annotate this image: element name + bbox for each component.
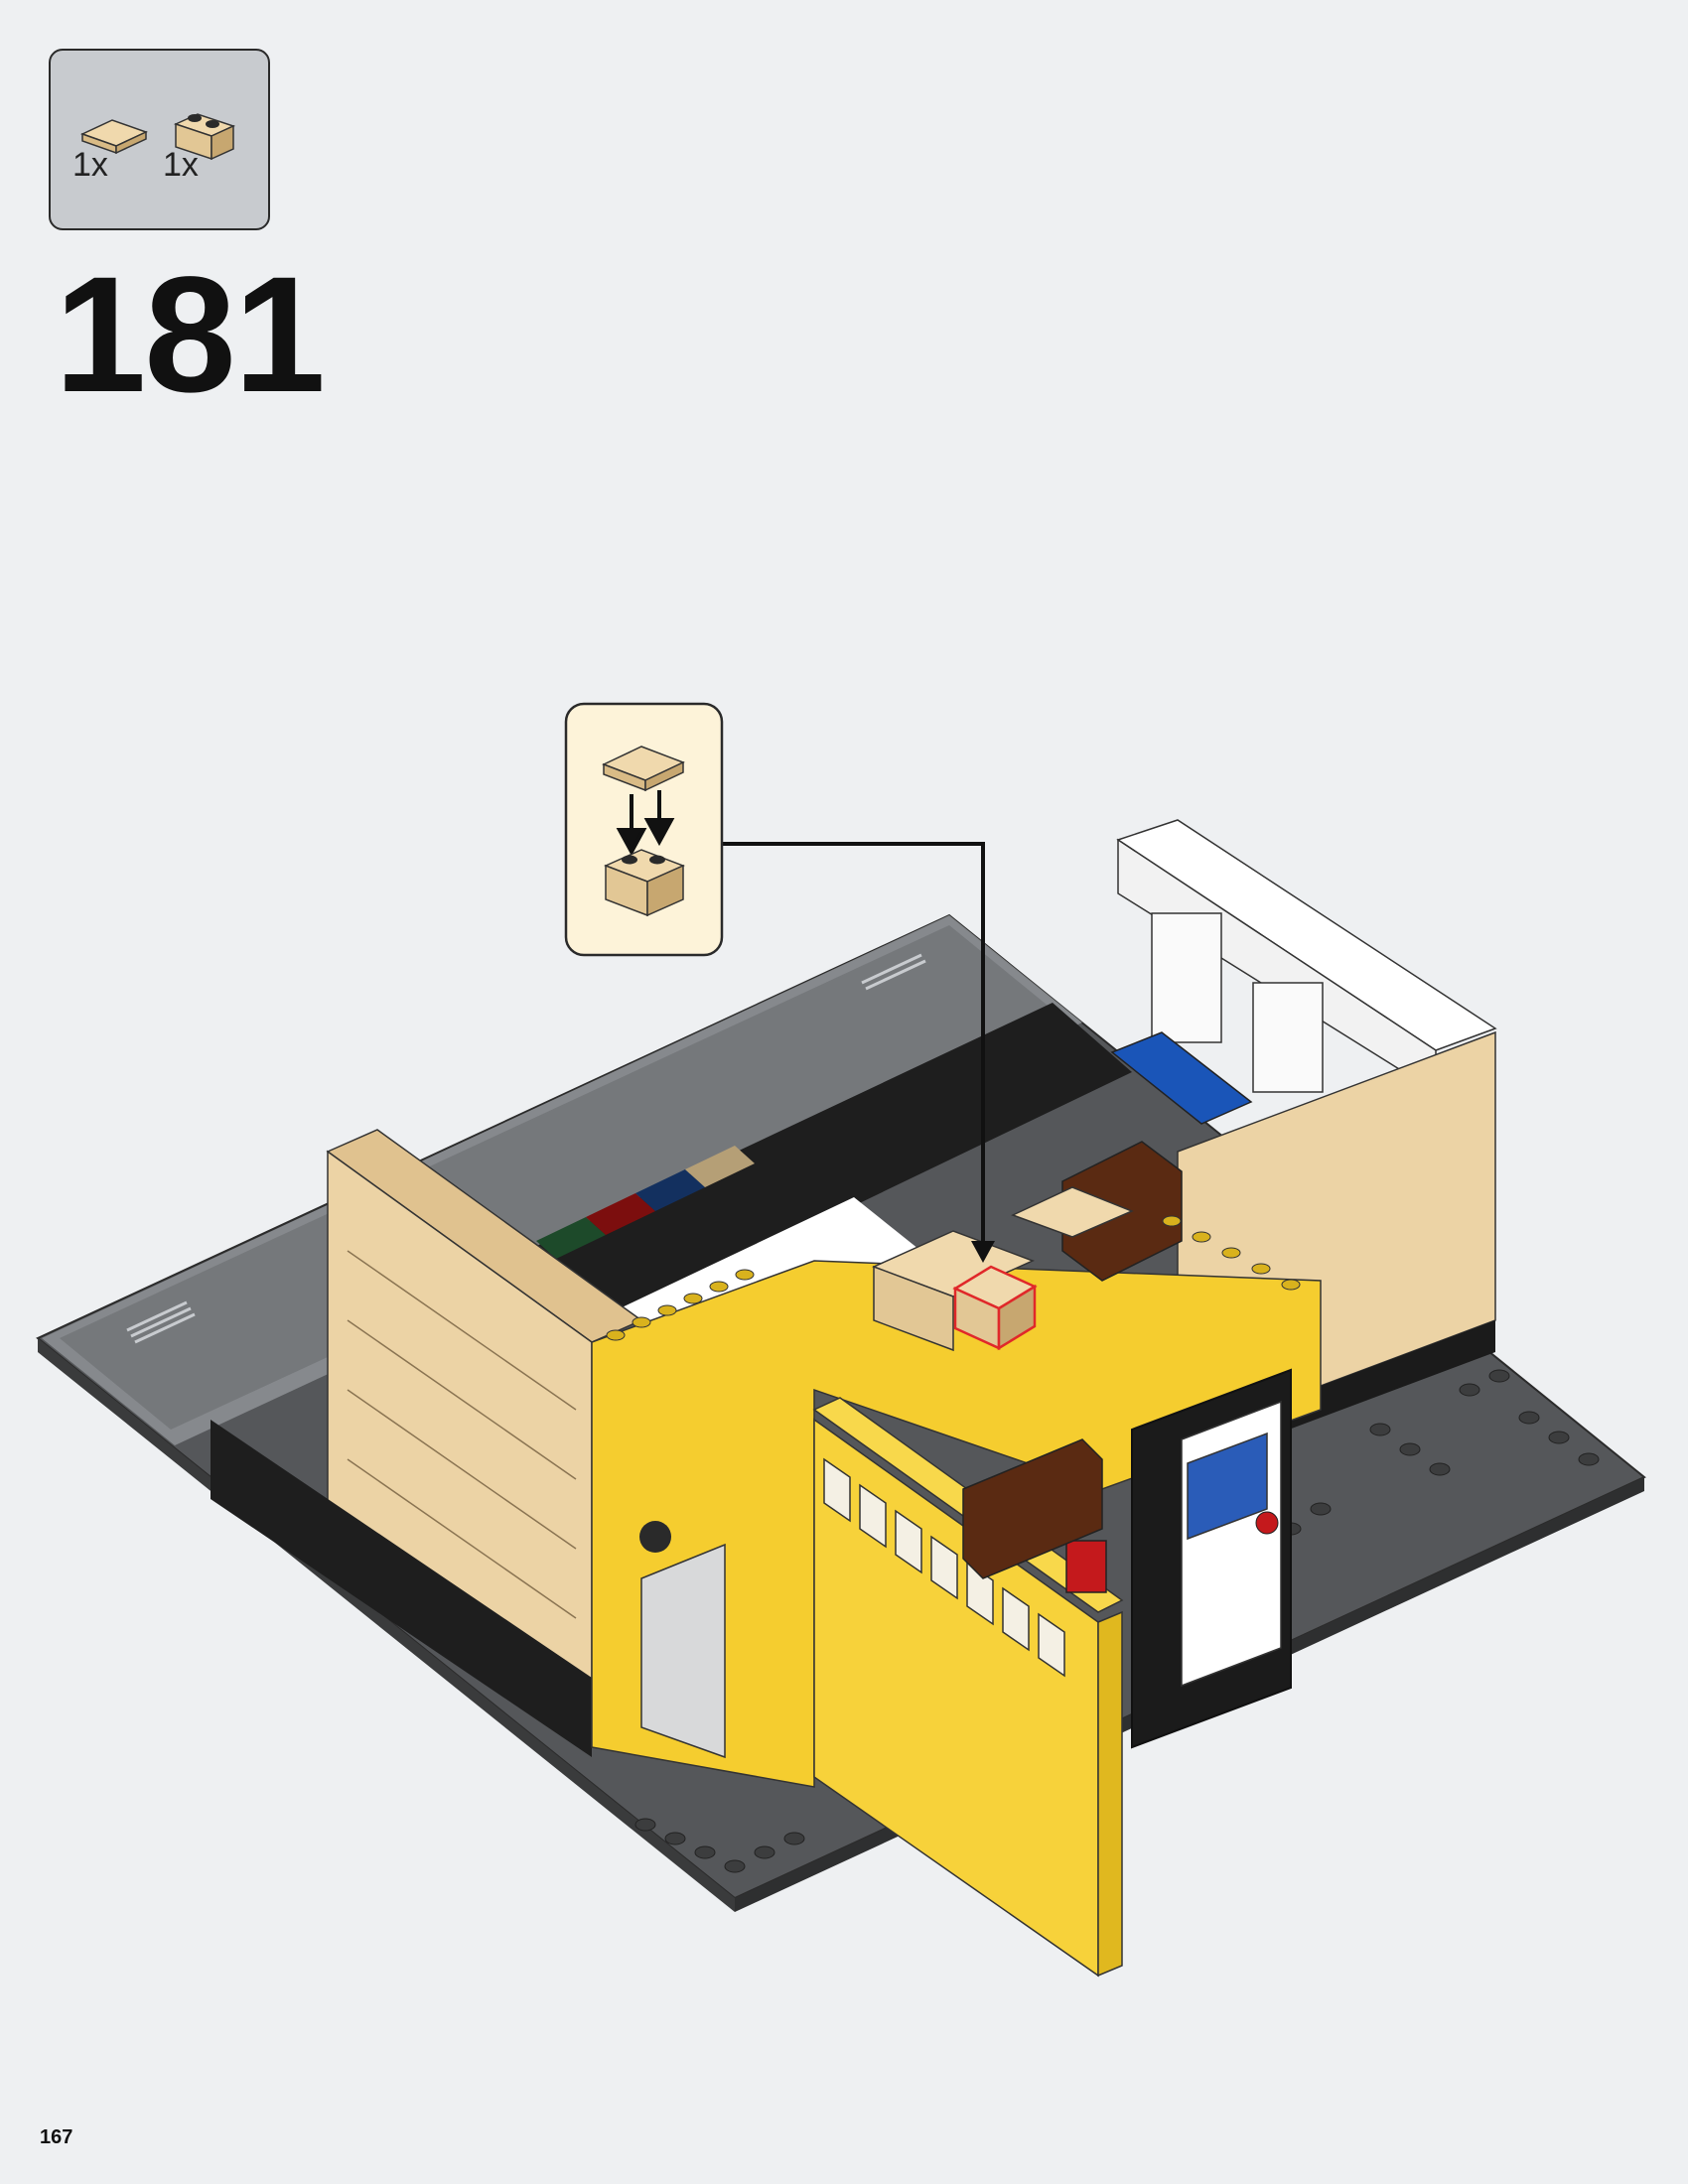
step-number: 181 bbox=[55, 243, 326, 427]
tile-red bbox=[586, 1193, 655, 1235]
tile-1x2-tan-icon bbox=[80, 119, 148, 155]
tile-dark-tan bbox=[685, 1146, 755, 1187]
part-quantity: 1x bbox=[163, 146, 199, 184]
new-part-highlight bbox=[952, 1265, 1038, 1351]
tile-green bbox=[536, 1217, 606, 1259]
front-window-row bbox=[823, 1457, 1065, 1678]
yellow-studs bbox=[606, 1215, 1301, 1341]
page-number: 167 bbox=[40, 2126, 73, 2148]
callout-arrow-head bbox=[971, 1241, 995, 1263]
brown-counter bbox=[962, 1438, 1103, 1579]
brick-1x2-tan-icon bbox=[604, 849, 685, 917]
down-arrow-icon bbox=[616, 790, 675, 857]
callout-leader-line bbox=[723, 842, 985, 1255]
white-wall-section bbox=[1116, 819, 1497, 1094]
tan-interior-brick bbox=[1011, 1186, 1134, 1238]
interior-floor bbox=[526, 1003, 1132, 1320]
entrance-door bbox=[1131, 1368, 1292, 1749]
part-quantity: 1x bbox=[72, 146, 108, 184]
garage-shutter bbox=[640, 1543, 726, 1759]
fire-hydrant bbox=[1065, 1540, 1107, 1593]
tile-1x2-tan-icon bbox=[602, 746, 685, 792]
tan-interior-brick bbox=[873, 1265, 954, 1352]
wall-lamp bbox=[639, 1521, 671, 1553]
blue-bench bbox=[1110, 1031, 1253, 1125]
parts-list-icons bbox=[80, 113, 236, 161]
yellow-walls bbox=[591, 1260, 1322, 1978]
brick-1x2-tan-icon bbox=[173, 113, 236, 161]
black-base-trim bbox=[211, 1420, 592, 1757]
parts-list-callout: 1x 1x bbox=[49, 49, 270, 230]
tile-blue bbox=[635, 1169, 705, 1211]
